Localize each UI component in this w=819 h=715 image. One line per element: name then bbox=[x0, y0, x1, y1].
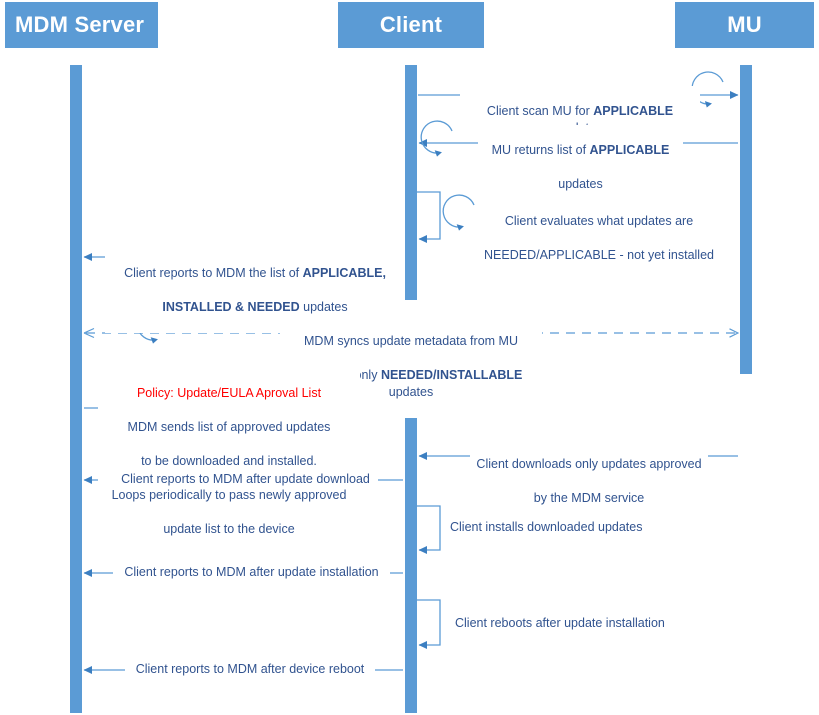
message-label-m3: Client evaluates what updates are NEEDED… bbox=[480, 196, 718, 281]
message-label-m2: MU returns list of APPLICABLE updates bbox=[478, 125, 683, 210]
m5-text-bold: NEEDED/INSTALLABLE bbox=[380, 368, 523, 382]
arrow-head-left-m5 bbox=[83, 327, 95, 339]
lifeline-client-lower bbox=[405, 385, 417, 713]
self-loop-icon-m2 bbox=[420, 120, 453, 157]
m4-line-1: Client reports to MDM the list of APPLIC… bbox=[108, 265, 402, 282]
message-label-m12: Client reports to MDM after device reboo… bbox=[125, 661, 375, 678]
m5-text-b: updates bbox=[388, 385, 434, 399]
actor-header-client: Client bbox=[338, 2, 484, 48]
m3-line-1: Client evaluates what updates are bbox=[504, 214, 694, 228]
m6-line-4: update list to the device bbox=[163, 522, 295, 536]
message-arrow-m9 bbox=[417, 505, 441, 554]
m7-line-1: Client downloads only updates approved bbox=[476, 457, 702, 471]
message-label-m6: Policy: Update/EULA Aproval List MDM sen… bbox=[98, 368, 360, 555]
policy-label-m6: Policy: Update/EULA Aproval List bbox=[136, 386, 322, 400]
self-message-path-m9 bbox=[417, 505, 441, 554]
m1-text-a: Client scan MU for bbox=[486, 104, 594, 118]
message-label-m8: Client reports to MDM after update downl… bbox=[113, 471, 378, 488]
m4-text-bold2: INSTALLED & NEEDED bbox=[162, 300, 300, 314]
lifeline-mdm-server bbox=[70, 65, 82, 713]
actor-header-mu: MU bbox=[675, 2, 814, 48]
actor-label-mu: MU bbox=[727, 12, 762, 37]
m5-line-1: MDM syncs update metadata from MU bbox=[304, 334, 518, 348]
m2-text-a: MU returns list of bbox=[491, 143, 590, 157]
m1-text-bold: APPLICABLE bbox=[593, 104, 674, 118]
actor-label-client: Client bbox=[379, 12, 443, 37]
m3-line-2: NEEDED/APPLICABLE - not yet installed bbox=[484, 248, 714, 262]
m2-line-2: updates bbox=[558, 177, 603, 191]
self-message-path-m3 bbox=[417, 191, 441, 243]
actor-header-mdm-server: MDM Server bbox=[5, 2, 158, 48]
self-message-path-m11 bbox=[417, 599, 441, 649]
m2-line-1: MU returns list of APPLICABLE bbox=[481, 142, 680, 159]
m6-line-3: Loops periodically to pass newly approve… bbox=[111, 488, 347, 502]
lifeline-mu bbox=[740, 65, 752, 374]
actor-label-mdm-server: MDM Server bbox=[15, 12, 145, 37]
m4-text-bold1: APPLICABLE, bbox=[302, 266, 386, 280]
m2-text-bold: APPLICABLE bbox=[589, 143, 670, 157]
m7-line-2: by the MDM service bbox=[533, 491, 645, 505]
message-label-m11: Client reboots after update installation bbox=[452, 615, 674, 632]
m4-text-a: Client reports to MDM the list of bbox=[124, 266, 303, 280]
message-label-m9: Client installs downloaded updates bbox=[447, 519, 647, 536]
m4-line-2: INSTALLED & NEEDED updates bbox=[108, 299, 402, 316]
message-label-m10: Client reports to MDM after update insta… bbox=[113, 564, 390, 581]
m4-text-b: updates bbox=[299, 300, 348, 314]
message-arrow-m3 bbox=[417, 191, 475, 243]
m6-line-2: to be downloaded and installed. bbox=[141, 454, 317, 468]
message-label-m7: Client downloads only updates approved b… bbox=[470, 439, 708, 524]
lifeline-client-upper bbox=[405, 65, 417, 300]
m6-line-1: MDM sends list of approved updates bbox=[127, 420, 331, 434]
self-loop-icon-m3 bbox=[442, 194, 475, 231]
message-arrow-m11 bbox=[417, 599, 441, 649]
